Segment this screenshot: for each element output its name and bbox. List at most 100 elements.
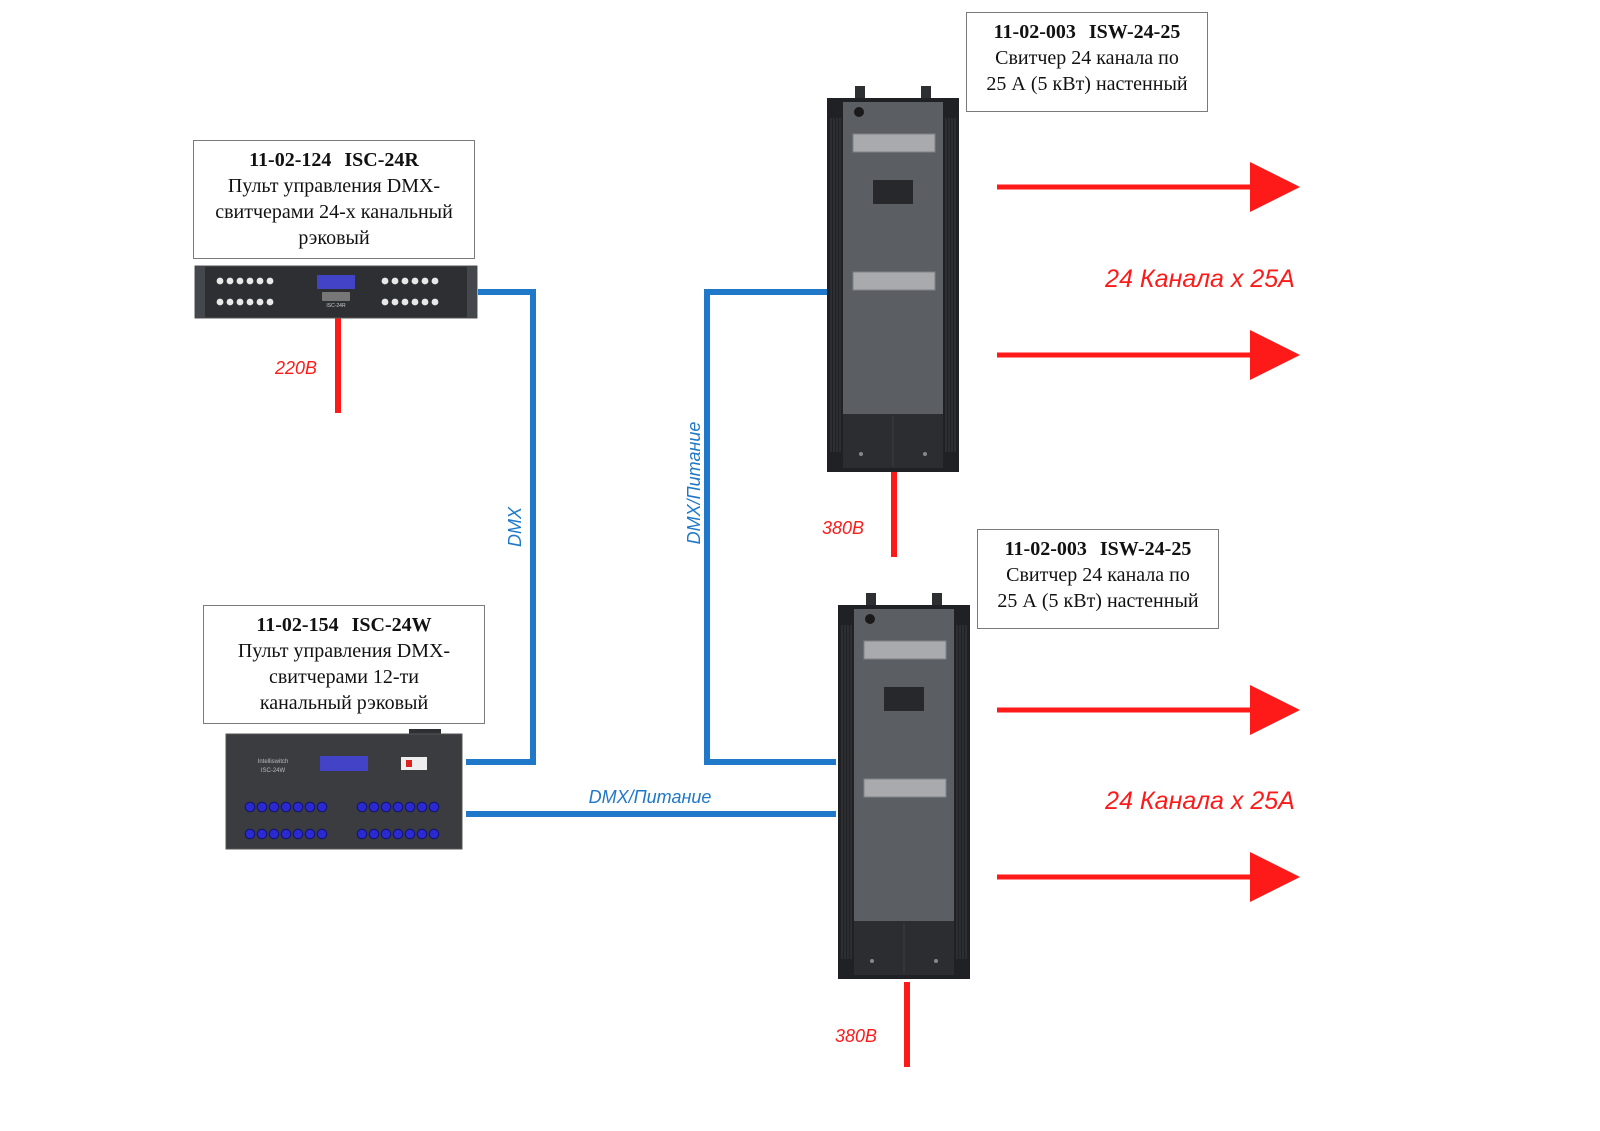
isc24r-code: 11-02-124 ISC-24R	[249, 149, 419, 171]
isc24w-description-line-2: свитчерами 12-ти	[268, 666, 420, 688]
isc24w-channel-button	[428, 801, 440, 813]
isc24r-channel-button	[266, 277, 274, 285]
isc24w-code: 11-02-154 ISC-24W	[256, 614, 432, 636]
power-label-isw-bottom: 380В	[835, 1026, 877, 1046]
isc24w-channel-button	[280, 828, 292, 840]
isc24w-channel-button	[280, 801, 292, 813]
breaker-row	[863, 778, 947, 798]
lock-icon	[865, 614, 875, 624]
isc24w-channel-button	[428, 828, 440, 840]
isc24r-channel-button	[411, 298, 419, 306]
isc24w-channel-button	[268, 828, 280, 840]
isc24w-faceplate-brand: Intelliswitch	[258, 759, 289, 765]
power-label-isw-top: 380В	[822, 518, 864, 538]
isc24r-channel-button	[246, 298, 254, 306]
isc24w-channel-button	[392, 828, 404, 840]
dmx-power-vertical-label: DMX/Питание	[684, 422, 704, 545]
isc24w-channel-button	[380, 828, 392, 840]
isc24r-button-grid	[216, 277, 439, 306]
isc24w-channel-button	[304, 828, 316, 840]
isc24w-description-line-1: Пульт управления DMX-	[237, 640, 451, 662]
isw-bottom-description-line-1: Свитчер 24 канала по	[1006, 564, 1190, 586]
isc24r-channel-button	[226, 298, 234, 306]
isc24r-channel-button	[226, 277, 234, 285]
isc24w-channel-button	[380, 801, 392, 813]
isw-top-code: 11-02-003 ISW-24-25	[993, 21, 1181, 43]
isc24r-description-line-3: рэковый	[298, 227, 370, 249]
isc24r-channel-button	[236, 298, 244, 306]
isc24w-channel-button	[304, 801, 316, 813]
output-label-top: 24 Канала х 25А	[1104, 265, 1295, 293]
isc24r-channel-button	[381, 298, 389, 306]
status-window	[873, 180, 913, 204]
output-label-bottom: 24 Канала х 25А	[1104, 787, 1295, 815]
isc24w-channel-button	[356, 801, 368, 813]
isc24r-channel-button	[411, 277, 419, 285]
isc24w-channel-button	[392, 801, 404, 813]
isc24r-channel-button	[391, 277, 399, 285]
isc24w-channel-button	[316, 801, 328, 813]
isc24r-channel-button	[236, 277, 244, 285]
isc24w-channel-button	[244, 801, 256, 813]
status-window	[884, 687, 924, 711]
isc24r-description-line-1: Пульт управления DMX-	[227, 175, 441, 197]
isc24w-faceplate-model: ISC-24W	[261, 768, 286, 774]
isc24w-channel-button	[404, 828, 416, 840]
isc24r-channel-button	[216, 298, 224, 306]
isw-bottom-code: 11-02-003 ISW-24-25	[1004, 538, 1192, 560]
isc24w-description-line-3: канальный рэковый	[259, 692, 429, 714]
isc24r-channel-button	[431, 298, 439, 306]
dmx-power-horizontal-label: DMX/Питание	[589, 787, 712, 807]
isc24w-channel-button	[416, 828, 428, 840]
dmx-power-cable-vertical	[704, 289, 836, 765]
isc24w-channel-button	[356, 828, 368, 840]
isc24r-channel-button	[246, 277, 254, 285]
isc24r-faceplate-label: ISC-24R	[326, 303, 346, 309]
mounting-tab	[866, 593, 876, 605]
isc24r-channel-button	[421, 277, 429, 285]
breaker-row	[863, 640, 947, 660]
isc24r-description-line-2: свитчерами 24-х канальный	[215, 201, 453, 223]
power-label-isc24r: 220В	[274, 358, 317, 378]
isc24r-channel-button	[401, 277, 409, 285]
isc24r-channel-button	[256, 277, 264, 285]
breaker-row	[852, 271, 936, 291]
isc24w-channel-button	[292, 801, 304, 813]
isc24r-channel-button	[216, 277, 224, 285]
isc24r-channel-button	[391, 298, 399, 306]
mounting-tab	[921, 86, 931, 98]
isc24w-label-box: 11-02-154 ISC-24W Пульт управления DMX- …	[203, 605, 485, 724]
isc24w-device: Intelliswitch ISC-24W	[225, 729, 463, 850]
isw-bottom-description-line-2: 25 А (5 кВт) настенный	[997, 590, 1199, 612]
breaker-row	[852, 133, 936, 153]
mounting-tab	[855, 86, 865, 98]
isc24w-channel-button	[256, 801, 268, 813]
gland-icon	[870, 959, 874, 963]
isc24r-display	[317, 275, 355, 289]
isc24w-channel-button	[416, 801, 428, 813]
isc24r-channel-button	[421, 298, 429, 306]
isc24r-channel-button	[266, 298, 274, 306]
lock-icon	[854, 107, 864, 117]
mounting-tab	[932, 593, 942, 605]
isc24w-display	[320, 756, 368, 771]
gland-icon	[934, 959, 938, 963]
isc24w-channel-button	[268, 801, 280, 813]
isc24w-channel-button	[244, 828, 256, 840]
isc24w-button-grid	[244, 801, 440, 840]
dmx-label: DMX	[505, 506, 525, 547]
gland-icon	[923, 452, 927, 456]
isc24w-channel-button	[368, 828, 380, 840]
isc24w-logo	[401, 757, 427, 770]
isc24r-channel-button	[431, 277, 439, 285]
isw-top-label-box: 11-02-003 ISW-24-25 Свитчер 24 канала по…	[966, 12, 1208, 112]
isw-top-description-line-2: 25 А (5 кВт) настенный	[986, 73, 1188, 95]
gland-icon	[859, 452, 863, 456]
isc24r-label-box: 11-02-124 ISC-24R Пульт управления DMX- …	[193, 140, 475, 259]
isc24w-channel-button	[368, 801, 380, 813]
isc24w-channel-button	[292, 828, 304, 840]
isc24r-device: ISC-24R	[194, 265, 478, 319]
isc24r-channel-button	[401, 298, 409, 306]
